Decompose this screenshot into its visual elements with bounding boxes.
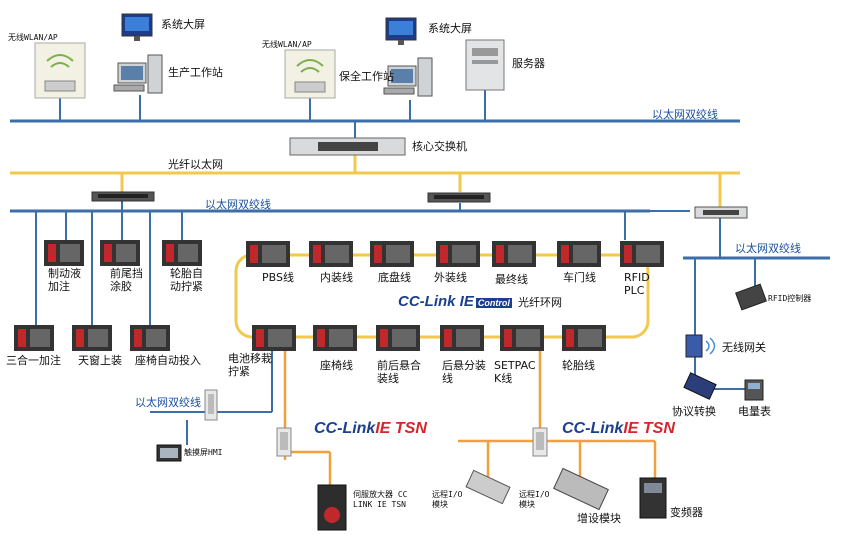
plc-icon xyxy=(72,325,112,351)
cc-link-ie-tsn-logo-part: IE TSN xyxy=(623,420,675,437)
servo-amplifier-icon xyxy=(317,484,347,531)
plc-label: 三合一加注 xyxy=(6,354,61,367)
plc-icon xyxy=(100,240,140,266)
plc-icon xyxy=(246,241,290,267)
cc-link-ie-tsn-logo: CC-LinkIE TSN xyxy=(314,420,427,438)
hmi-icon xyxy=(156,444,182,462)
plc-icon xyxy=(309,241,353,267)
access-switch-icon xyxy=(694,206,748,219)
rfid-controller-label: RFID控制器 xyxy=(768,294,812,303)
plc-icon xyxy=(492,241,536,267)
remote-io-label-2: 远程I/O 模块 xyxy=(519,490,550,509)
server-icon xyxy=(465,39,505,91)
fiber-ethernet-label: 光纤以太网 xyxy=(168,158,223,171)
plc-icon xyxy=(557,241,601,267)
plc-icon xyxy=(620,241,664,267)
plc-label: 制动液 加注 xyxy=(48,267,81,293)
rfid-plc-label: RFID PLC xyxy=(624,271,650,297)
ring-station-label: SETPAC K线 xyxy=(494,359,536,385)
protocol-converter-label: 协议转换 xyxy=(672,405,716,418)
cc-link-ie-control-text: CC-Link IE xyxy=(398,293,474,310)
cc-link-ie-tsn-logo-part: CC-Link xyxy=(562,420,624,437)
ring-station-label: 后悬分装 线 xyxy=(442,359,486,385)
ring-station-label: 车门线 xyxy=(563,271,596,284)
core-switch-label: 核心交换机 xyxy=(412,140,467,153)
wireless-gateway-label: 无线网关 xyxy=(722,341,766,354)
plc-icon xyxy=(440,325,484,351)
screen-label-2: 系统大屏 xyxy=(428,22,472,35)
cc-link-ie-tsn-logo-part: IE TSN xyxy=(375,420,427,437)
core-switch-icon xyxy=(289,137,406,156)
power-meter-icon xyxy=(744,379,764,401)
cc-link-ie-tsn-logo: CC-LinkIE TSN xyxy=(562,420,675,438)
monitor-icon xyxy=(121,13,153,41)
plc-label: 前尾挡 涂胶 xyxy=(110,267,143,293)
ring-station-label: 底盘线 xyxy=(378,271,411,284)
wireless-gateway-icon xyxy=(685,334,716,358)
screen-label-1: 系统大屏 xyxy=(161,18,205,31)
plc-icon xyxy=(500,325,544,351)
plc-icon xyxy=(44,240,84,266)
right-ethernet-label: 以太网双绞线 xyxy=(735,242,801,255)
access-switch-icon xyxy=(91,191,155,202)
monitor-icon xyxy=(385,17,417,45)
low-ethernet-label: 以太网双绞线 xyxy=(135,396,201,409)
workstation-icon xyxy=(383,57,433,97)
cc-link-ie-tsn-logo-part: CC-Link xyxy=(314,420,376,437)
server-label: 服务器 xyxy=(512,57,545,70)
ring-station-label: PBS线 xyxy=(262,271,294,284)
workstation-icon xyxy=(113,54,163,94)
ring-station-label: 最终线 xyxy=(495,273,528,286)
servo-label: 伺服放大器 CC LINK IE TSN xyxy=(353,490,408,509)
plc-icon xyxy=(436,241,480,267)
wlan-label-1: 无线WLAN/AP xyxy=(8,33,58,42)
power-meter-label: 电量表 xyxy=(738,405,771,418)
tsn-switch-icon xyxy=(532,427,548,457)
fiber-ring-label: 光纤环网 xyxy=(518,296,562,309)
plc-icon xyxy=(14,325,54,351)
plc-icon xyxy=(130,325,170,351)
ring-station-label: 外装线 xyxy=(434,271,467,284)
ring-station-label: 电池移栽 拧紧 xyxy=(228,352,272,378)
cc-link-control-badge: Control xyxy=(475,298,512,308)
prod-workstation-label: 生产工作站 xyxy=(168,66,223,79)
extension-module-label: 增设模块 xyxy=(577,512,621,525)
remote-io-module-icon xyxy=(465,469,511,505)
inverter-label: 变频器 xyxy=(670,506,703,519)
ring-station-label: 座椅线 xyxy=(320,359,353,372)
remote-io-module-icon xyxy=(553,467,609,511)
top-ethernet-label: 以太网双绞线 xyxy=(652,108,718,121)
rfid-controller-icon xyxy=(735,283,767,311)
remote-io-switch-icon xyxy=(204,389,218,421)
plc-label: 座椅自动投入 xyxy=(135,354,201,367)
plc-label: 轮胎自 动拧紧 xyxy=(170,267,203,293)
access-switch-icon xyxy=(427,192,491,203)
plc-icon xyxy=(562,325,606,351)
mid-ethernet-label: 以太网双绞线 xyxy=(205,198,271,211)
ring-station-label: 轮胎线 xyxy=(562,359,595,372)
inverter-icon xyxy=(639,477,667,519)
wlan-label-2: 无线WLAN/AP xyxy=(262,40,312,49)
plc-icon xyxy=(370,241,414,267)
ring-station-label: 内装线 xyxy=(320,271,353,284)
plc-icon xyxy=(376,325,420,351)
ring-station-label: 前后悬合 装线 xyxy=(377,359,421,385)
plc-icon xyxy=(252,325,296,351)
tsn-switch-icon xyxy=(276,427,292,457)
hmi-label: 触摸屏HMI xyxy=(184,448,223,457)
sec-workstation-label: 保全工作站 xyxy=(339,70,394,83)
plc-label: 天窗上装 xyxy=(78,354,122,367)
wlan-router-icon xyxy=(34,42,86,99)
plc-icon xyxy=(162,240,202,266)
protocol-converter-icon xyxy=(683,372,717,400)
plc-icon xyxy=(313,325,357,351)
wlan-router-icon xyxy=(284,49,336,99)
remote-io-label-1: 远程I/O 模块 xyxy=(432,490,463,509)
